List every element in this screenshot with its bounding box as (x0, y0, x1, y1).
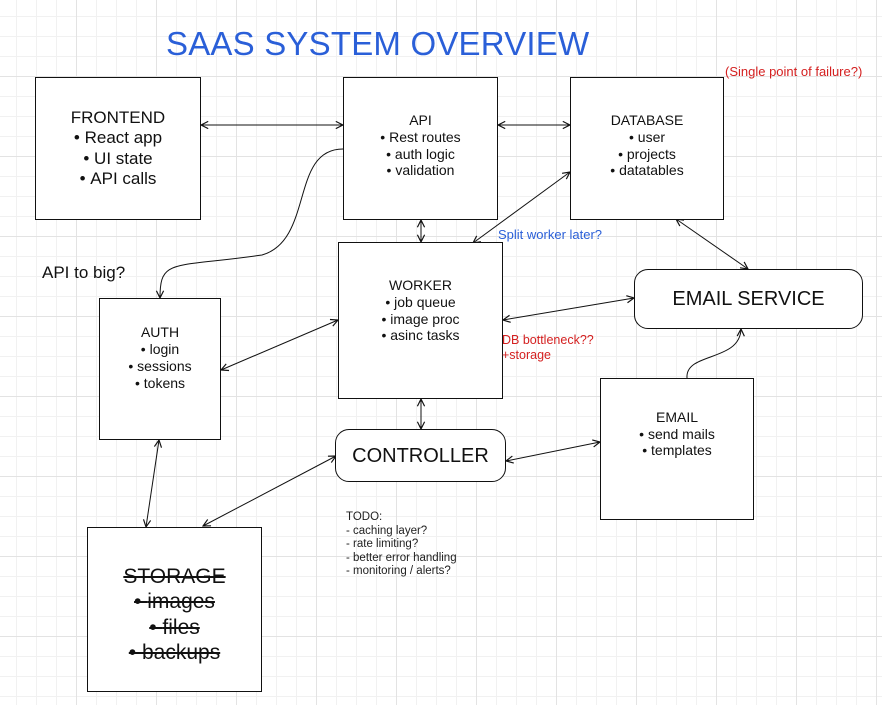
api-title: API (409, 111, 432, 128)
connector-database-email-service (676, 219, 748, 269)
api-too-big-annotation: API to big? (42, 263, 126, 282)
storage-item: files (129, 615, 220, 640)
database-item: datatables (610, 162, 684, 179)
db-bottleneck-line: +storage (502, 348, 551, 362)
db-bottleneck-line: DB bottleneck?? (502, 333, 594, 347)
connector-worker-email-service (503, 298, 634, 320)
todo-heading: TODO: (346, 511, 383, 523)
todo-item: caching layer? (346, 525, 457, 539)
auth-item: sessions (128, 358, 191, 375)
auth-item: tokens (128, 375, 191, 392)
email-service-node[interactable]: EMAIL SERVICE (634, 269, 863, 329)
worker-item: job queue (381, 294, 459, 311)
connector-auth-storage (146, 440, 159, 527)
worker-item: image proc (381, 311, 459, 328)
todo-list: caching layer? rate limiting? better err… (346, 525, 457, 579)
api-items: Rest routes auth logic validation (380, 129, 461, 179)
storage-node[interactable]: STORAGE images files backups (87, 527, 262, 692)
frontend-item: React app (74, 128, 163, 148)
email-items: send mails templates (639, 426, 715, 460)
email-node[interactable]: EMAIL send mails templates (600, 378, 754, 520)
todo-note: TODO: caching layer? rate limiting? bett… (346, 511, 457, 579)
database-title: DATABASE (610, 111, 684, 128)
database-item: projects (610, 146, 683, 163)
storage-item: backups (129, 640, 220, 665)
controller-node[interactable]: CONTROLLER (335, 429, 506, 482)
frontend-title: FRONTEND (70, 107, 166, 127)
database-items: user projects datatables (610, 129, 684, 179)
worker-title: WORKER (389, 276, 452, 293)
frontend-item: API calls (74, 169, 162, 189)
spof-annotation: (Single point of failure?) (725, 64, 863, 79)
todo-item: better error handling (346, 552, 457, 566)
database-node[interactable]: DATABASE user projects datatables (570, 77, 724, 220)
split-worker-annotation: Split worker later? (498, 227, 603, 242)
storage-item: images (129, 589, 220, 614)
frontend-item: UI state (74, 149, 162, 169)
connector-worker-auth (221, 320, 338, 370)
database-item: user (610, 129, 683, 146)
todo-item: monitoring / alerts? (346, 565, 457, 579)
worker-node[interactable]: WORKER job queue image proc asinc tasks (338, 242, 503, 399)
frontend-items: React app UI state API calls (74, 128, 163, 189)
auth-node[interactable]: AUTH login sessions tokens (99, 298, 221, 440)
connector-api-auth (160, 148, 344, 298)
auth-items: login sessions tokens (128, 341, 191, 391)
storage-title: STORAGE (123, 565, 226, 589)
connector-controller-email (506, 442, 600, 461)
email-item: send mails (639, 426, 715, 443)
email-item: templates (639, 442, 715, 459)
frontend-node[interactable]: FRONTEND React app UI state API calls (35, 77, 201, 220)
connector-email-email-service (686, 329, 741, 379)
todo-item: rate limiting? (346, 538, 457, 552)
email-service-title: EMAIL SERVICE (672, 288, 825, 310)
diagram-title: SAAS SYSTEM OVERVIEW (166, 25, 590, 62)
worker-items: job queue image proc asinc tasks (381, 294, 459, 344)
email-title: EMAIL (655, 408, 698, 425)
controller-title: CONTROLLER (352, 444, 489, 467)
api-item: validation (380, 162, 460, 179)
api-node[interactable]: API Rest routes auth logic validation (343, 77, 498, 220)
auth-item: login (128, 341, 191, 358)
db-bottleneck-annotation: DB bottleneck?? +storage (502, 333, 594, 363)
worker-item: asinc tasks (381, 327, 459, 344)
auth-title: AUTH (140, 324, 180, 341)
api-item: Rest routes (380, 129, 461, 146)
connector-controller-storage (203, 456, 336, 526)
connector-database-worker (473, 172, 570, 243)
storage-items: images files backups (129, 589, 220, 665)
api-item: auth logic (380, 146, 460, 163)
